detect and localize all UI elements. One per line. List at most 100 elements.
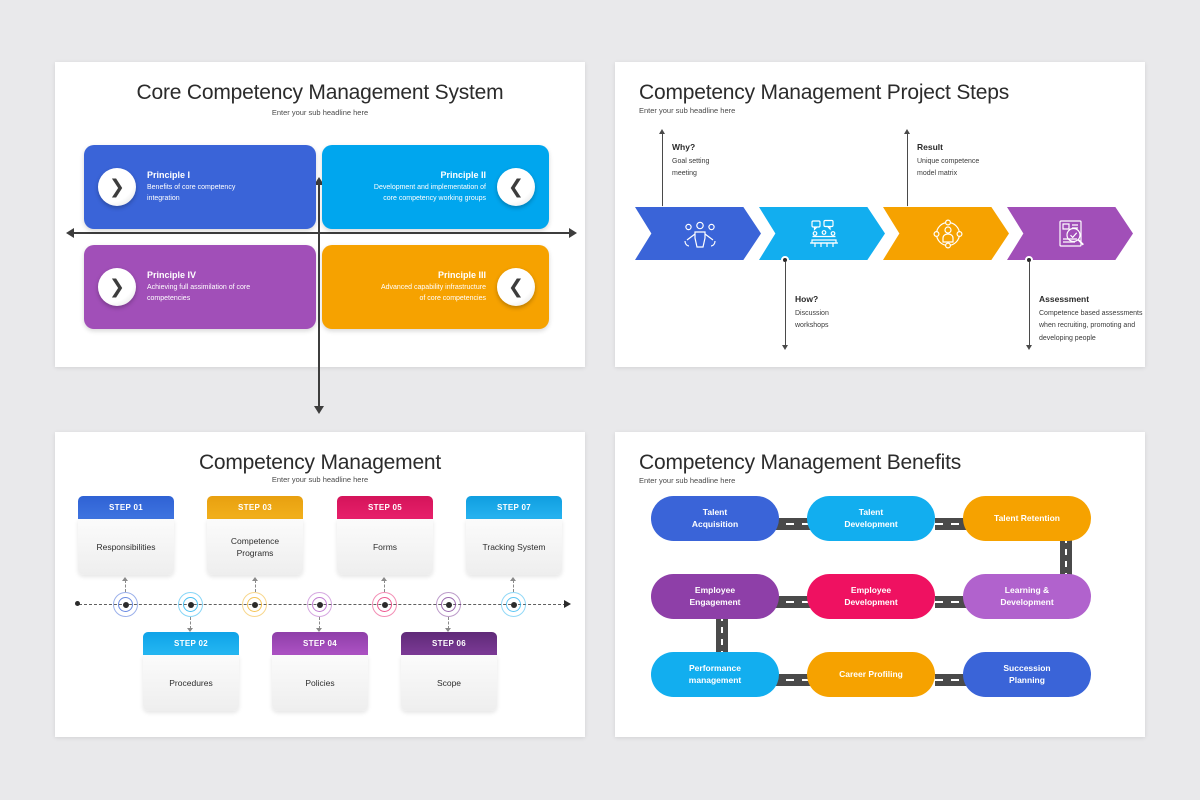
timeline-stem-dn-6 (448, 617, 449, 629)
timeline-node-3[interactable] (242, 592, 267, 617)
principle-card-2-title: Principle II (440, 169, 486, 180)
principle-card-2-desc-line2: core competency working groups (383, 194, 486, 202)
why-arrow-up-icon (659, 129, 665, 134)
how-arrow-down-icon (782, 345, 788, 350)
principle-card-4-desc-line2: competencies (147, 294, 191, 302)
step-card-01[interactable]: STEP 01 Responsibilities (78, 496, 174, 575)
principle-card-4-title: Principle IV (147, 269, 197, 280)
timeline-node-6[interactable] (436, 592, 461, 617)
process-step-4[interactable] (1007, 207, 1133, 260)
step-card-07-text: Tracking System (466, 519, 562, 575)
principle-card-3[interactable]: Principle III Advanced capability infras… (322, 245, 549, 329)
step-card-04-label: STEP 04 (272, 632, 368, 655)
timeline-arrow-down-2-icon (187, 628, 193, 632)
process-step-1[interactable] (635, 207, 761, 260)
chevron-left-icon: ❮ (497, 168, 535, 206)
principle-card-1-desc-line2: integration (147, 194, 180, 202)
callout-why: Why? Goal setting meeting (672, 142, 709, 181)
benefit-employee-engagement[interactable]: Employee Engagement (651, 574, 779, 619)
callout-result-line-2: model matrix (917, 170, 958, 178)
step-card-06-label: STEP 06 (401, 632, 497, 655)
principle-card-3-text: Principle III Advanced capability infras… (370, 270, 497, 305)
principle-card-3-desc-line2: of core competencies (419, 294, 486, 302)
benefit-performance-management[interactable]: Performance management (651, 652, 779, 697)
principle-card-4-desc-line1: Achieving full assimilation of core (147, 283, 251, 291)
benefit-talent-development[interactable]: Talent Development (807, 496, 935, 541)
principle-card-1-text: Principle I Benefits of core competency … (136, 170, 246, 205)
step-card-05[interactable]: STEP 05 Forms (337, 496, 433, 575)
step-card-07[interactable]: STEP 07 Tracking System (466, 496, 562, 575)
process-step-3[interactable] (883, 207, 1009, 260)
timeline-node-7[interactable] (501, 592, 526, 617)
timeline-node-1[interactable] (113, 592, 138, 617)
step-card-06[interactable]: STEP 06 Scope (401, 632, 497, 711)
step-card-01-text: Responsibilities (78, 519, 174, 575)
benefit-learning-development[interactable]: Learning & Development (963, 574, 1091, 619)
assessment-arrow-down-icon (1026, 345, 1032, 350)
callout-how: How? Discussion workshops (795, 294, 829, 333)
timeline-arrow-up-7-icon (510, 577, 516, 581)
callout-how-line-2: workshops (795, 322, 829, 330)
principle-card-1-title: Principle I (147, 169, 191, 180)
principle-card-1[interactable]: ❯ Principle I Benefits of core competenc… (84, 145, 316, 229)
benefit-talent-acquisition[interactable]: Talent Acquisition (651, 496, 779, 541)
step-card-01-label: STEP 01 (78, 496, 174, 519)
timeline-stem-up-1 (125, 580, 126, 592)
timeline-arrow-down-6-icon (445, 628, 451, 632)
slide-competency-management[interactable]: Competency Management Enter your sub hea… (55, 432, 585, 737)
benefit-career-profiling[interactable]: Career Profiling (807, 652, 935, 697)
callout-result: Result Unique competence model matrix (917, 142, 979, 181)
result-leader-line (907, 134, 908, 210)
process-step-2[interactable] (759, 207, 885, 260)
step-card-05-text: Forms (337, 519, 433, 575)
timeline-node-5[interactable] (372, 592, 397, 617)
chevron-right-icon: ❯ (98, 268, 136, 306)
slide2-subtitle: Enter your sub headline here (639, 106, 736, 115)
slide2-title: Competency Management Project Steps (639, 81, 1010, 104)
step-card-05-label: STEP 05 (337, 496, 433, 519)
callout-assessment-line-1: Competence based assessments (1039, 310, 1143, 317)
step-card-03[interactable]: STEP 03 Competence Programs (207, 496, 303, 575)
timeline-start-dot (75, 601, 80, 606)
slide-competency-management-project-steps[interactable]: Competency Management Project Steps Ente… (615, 62, 1145, 367)
timeline-stem-up-7 (513, 580, 514, 592)
assessment-document-icon (1059, 219, 1084, 247)
axis-arrow-left-icon (66, 228, 74, 238)
step-card-02[interactable]: STEP 02 Procedures (143, 632, 239, 711)
timeline-node-4[interactable] (307, 592, 332, 617)
slide3-title: Competency Management (198, 451, 442, 474)
why-leader-line (662, 134, 663, 210)
callout-why-line-1: Goal setting (672, 158, 710, 165)
principle-card-2-text: Principle II Development and implementat… (363, 170, 497, 205)
timeline-stem-dn-2 (190, 617, 191, 629)
principle-card-2-desc-line1: Development and implementation of (373, 183, 486, 191)
principle-card-1-desc-line1: Benefits of core competency (147, 183, 236, 191)
timeline-stem-up-3 (255, 580, 256, 592)
callout-assessment-title: Assessment (1039, 294, 1090, 304)
slide1-title: Core Competency Management System (136, 81, 504, 104)
axis-arrow-right-icon (569, 228, 577, 238)
slide-competency-management-benefits[interactable]: Competency Management Benefits Enter you… (615, 432, 1145, 737)
slide4-subtitle: Enter your sub headline here (639, 476, 736, 485)
callout-assessment: Assessment Competence based assessments … (1039, 294, 1143, 345)
timeline-end-arrow-icon (564, 600, 571, 608)
principle-card-3-title: Principle III (437, 269, 486, 280)
step-card-03-label: STEP 03 (207, 496, 303, 519)
benefit-employee-development[interactable]: Employee Development (807, 574, 935, 619)
timeline-node-2[interactable] (178, 592, 203, 617)
axis-arrow-down-icon (314, 406, 324, 414)
timeline-arrow-up-5-icon (381, 577, 387, 581)
benefit-succession-planning[interactable]: Succession Planning (963, 652, 1091, 697)
timeline-stem-dn-4 (319, 617, 320, 629)
callout-assessment-line-3: developing people (1039, 334, 1096, 342)
principle-card-4[interactable]: ❯ Principle IV Achieving full assimilati… (84, 245, 316, 329)
step-card-02-label: STEP 02 (143, 632, 239, 655)
benefit-talent-retention[interactable]: Talent Retention (963, 496, 1091, 541)
step-card-06-text: Scope (401, 655, 497, 711)
principle-card-4-text: Principle IV Achieving full assimilation… (136, 270, 261, 305)
principle-card-2[interactable]: Principle II Development and implementat… (322, 145, 549, 229)
step-card-04[interactable]: STEP 04 Policies (272, 632, 368, 711)
callout-result-title: Result (917, 142, 943, 152)
slide-core-competency-management-system[interactable]: Core Competency Management System Enter … (55, 62, 585, 414)
